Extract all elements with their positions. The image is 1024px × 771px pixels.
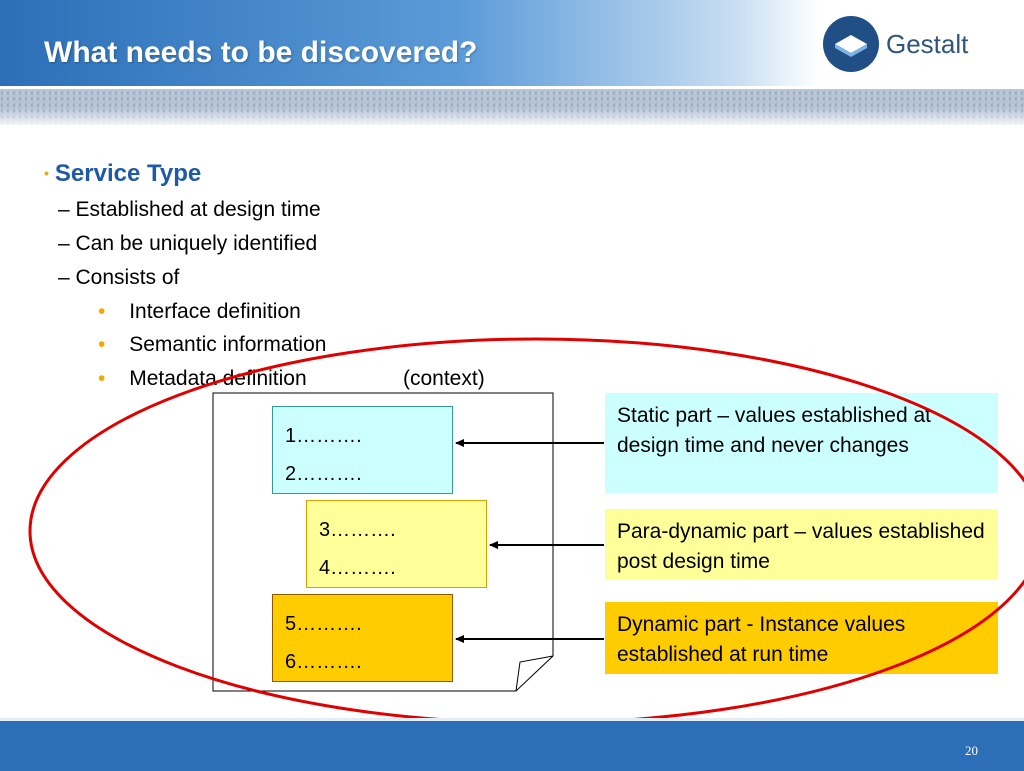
- bullet-dot-icon: •: [98, 333, 106, 356]
- static-line-2: 2……….: [285, 463, 362, 485]
- item-metadata-definition-text: Metadata definition: [129, 367, 307, 390]
- para-dynamic-part-description: Para-dynamic part – values established p…: [605, 509, 998, 579]
- gestalt-logo: Gestalt: [822, 15, 992, 75]
- bullet-dot-icon: •: [44, 165, 49, 181]
- highlight-ellipse: [28, 337, 1024, 725]
- item-metadata-definition: • Metadata definition: [98, 367, 307, 391]
- sub-bullet-consists: – Consists of: [58, 266, 180, 289]
- dynamic-line-2: 6……….: [285, 651, 362, 673]
- page-number: 20: [965, 743, 978, 758]
- slide-header: What needs to be discovered? Gestalt: [0, 0, 1024, 130]
- para-dynamic-line-2: 4……….: [319, 557, 396, 579]
- sub-bullet-design-time: – Established at design time: [58, 198, 321, 221]
- item-interface-definition-text: Interface definition: [129, 300, 301, 323]
- bullet-dot-icon: •: [98, 300, 106, 323]
- context-label: (context): [403, 367, 485, 390]
- static-block: 1………. 2……….: [272, 406, 453, 494]
- item-semantic-information: • Semantic information: [98, 333, 326, 357]
- bullet-service-type-text: Service Type: [54, 160, 202, 187]
- document-fold: [515, 655, 554, 692]
- item-interface-definition: • Interface definition: [98, 300, 301, 324]
- item-semantic-information-text: Semantic information: [129, 333, 327, 356]
- logo-text: Gestalt: [886, 29, 969, 59]
- static-part-description: Static part – values established at desi…: [605, 393, 998, 493]
- bullet-service-type: • Service Type: [44, 160, 201, 188]
- slide-title: What needs to be discovered?: [44, 36, 478, 69]
- para-dynamic-line-1: 3……….: [319, 519, 396, 541]
- bullet-dot-icon: •: [98, 367, 106, 390]
- dynamic-block: 5………. 6……….: [272, 594, 453, 682]
- gestalt-logo-icon: [823, 16, 879, 72]
- dynamic-part-description: Dynamic part - Instance values establish…: [605, 602, 998, 674]
- static-line-1: 1……….: [285, 425, 362, 447]
- sub-bullet-identified: – Can be uniquely identified: [58, 232, 318, 255]
- slide-footer: 20: [0, 718, 1024, 771]
- para-dynamic-block: 3………. 4……….: [306, 500, 487, 588]
- dynamic-line-1: 5……….: [285, 613, 362, 635]
